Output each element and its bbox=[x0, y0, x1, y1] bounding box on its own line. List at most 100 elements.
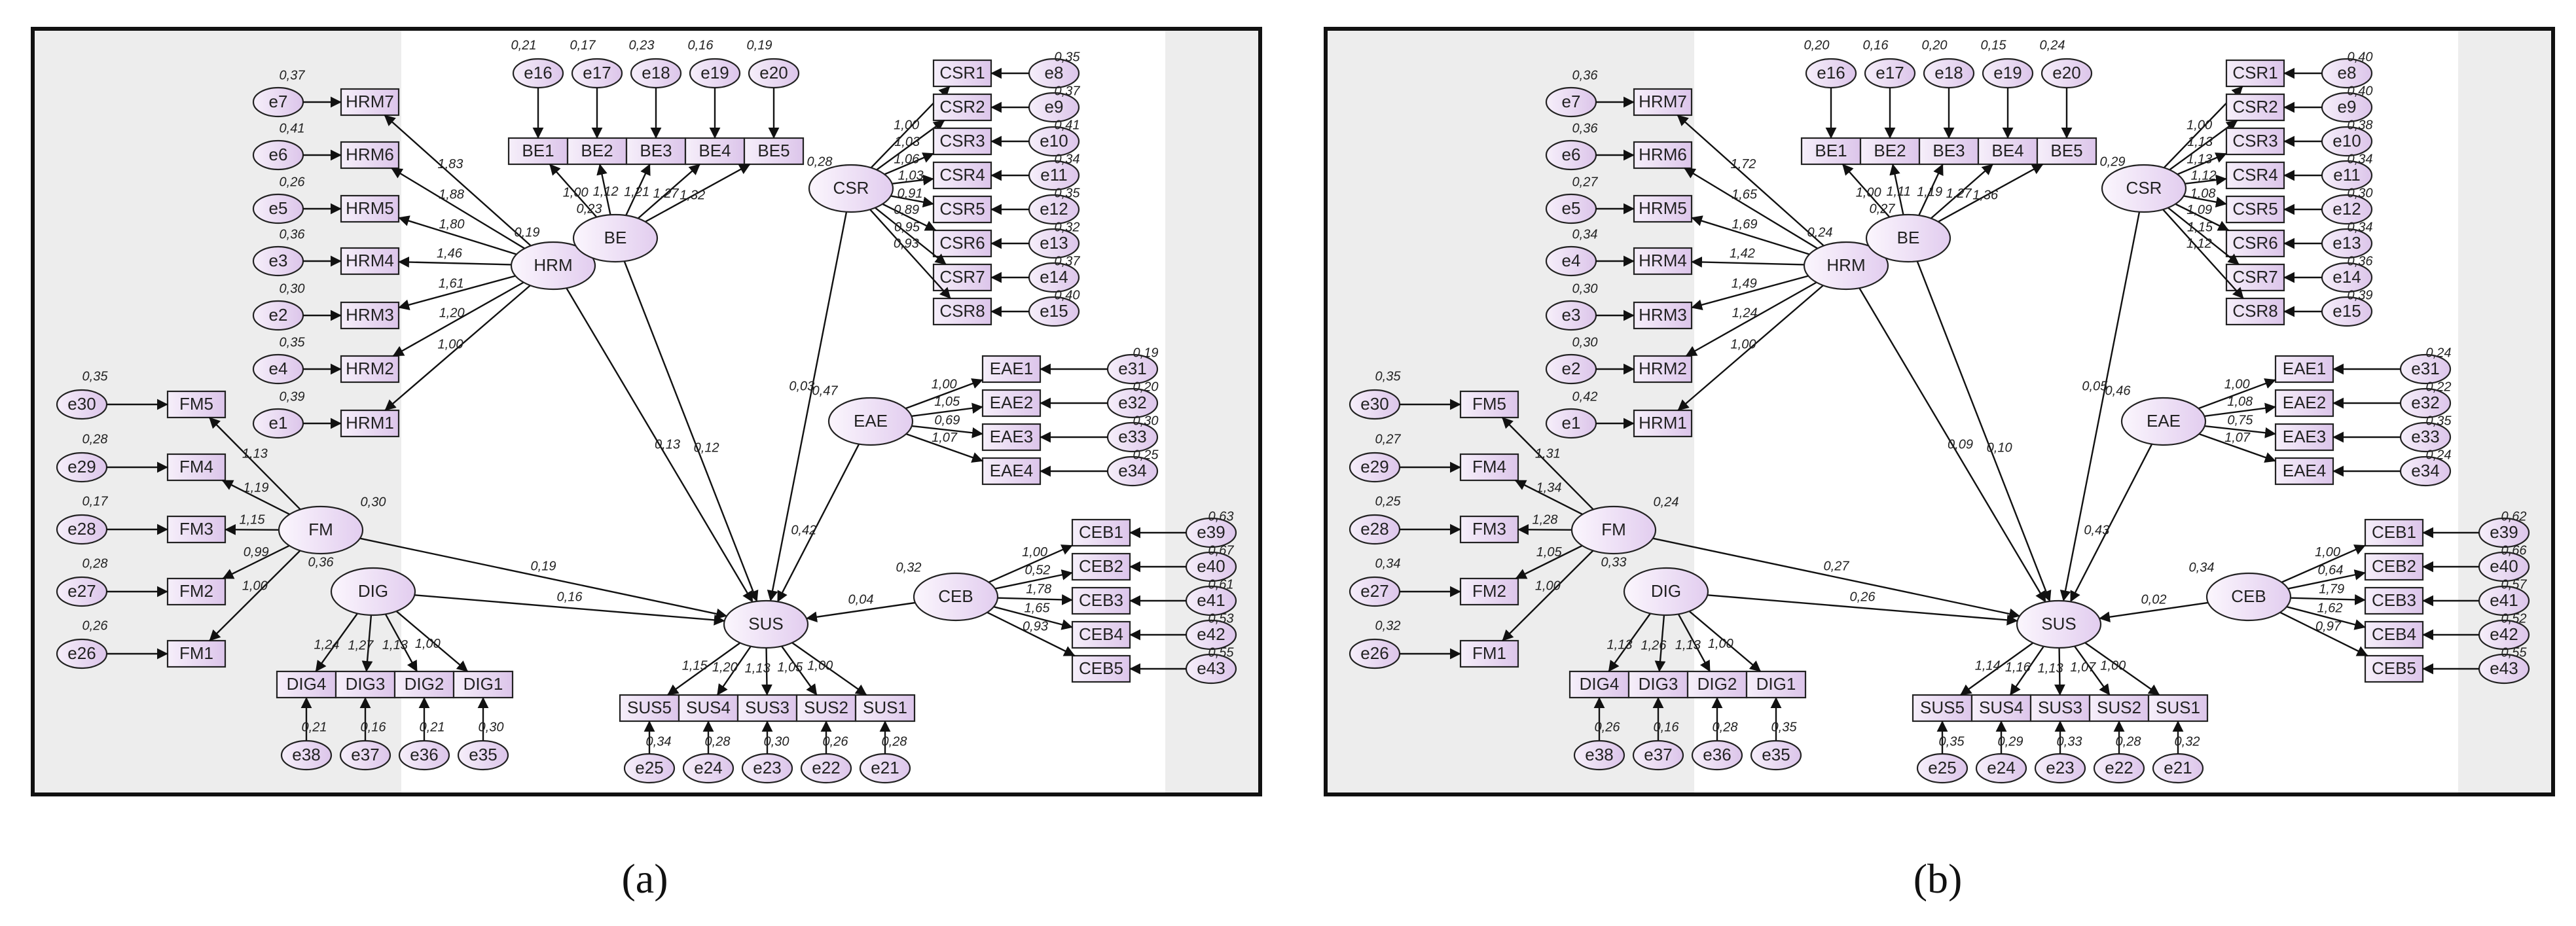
a-loadlbl-eae2: 1,05 bbox=[934, 395, 960, 409]
b-loadlbl-hrm1: 1,00 bbox=[1731, 337, 1756, 351]
a-ind-be5-label: BE5 bbox=[757, 141, 789, 160]
b-construct-hrm-label: HRM bbox=[1826, 255, 1865, 275]
a-err-e39-label: e39 bbox=[1197, 522, 1225, 542]
a-loadlbl-dig1: 1,00 bbox=[415, 637, 441, 651]
b-err-e15-label: e15 bbox=[2332, 301, 2361, 321]
a-ind-csr4-label: CSR4 bbox=[939, 165, 985, 185]
b-loadlbl-fm4: 1,34 bbox=[1536, 480, 1562, 495]
a-construct-hrm-label: HRM bbox=[534, 255, 572, 275]
b-load-csr4 bbox=[2185, 174, 2227, 186]
a-pathlbl-dig: 0,16 bbox=[557, 590, 583, 604]
b-ind-eae3-label: EAE3 bbox=[2283, 427, 2327, 446]
b-ind-dig4-label: DIG4 bbox=[1580, 674, 1620, 694]
b-loadlbl-be2: 1,11 bbox=[1886, 185, 1910, 199]
b-errvar-e9: 0,40 bbox=[2348, 84, 2373, 98]
a-load-dig2 bbox=[384, 613, 418, 672]
b-path-fm-sus bbox=[1652, 537, 2020, 620]
b-load-be5 bbox=[1938, 163, 2044, 223]
a-errvar-e14: 0,37 bbox=[1055, 254, 1081, 268]
b-load-ceb2 bbox=[2287, 569, 2366, 590]
b-pathlbl-fm: 0,27 bbox=[1824, 559, 1850, 573]
a-err-e1-label: e1 bbox=[269, 413, 288, 433]
a-ind-sus1 bbox=[854, 694, 916, 722]
a-ind-be1-label: BE1 bbox=[522, 141, 554, 160]
a-ind-sus5-label: SUS5 bbox=[627, 698, 672, 717]
panel-b-sem-diagram: HRM7e70,361,72HRM6e60,361,65HRM5e50,271,… bbox=[1324, 27, 2555, 796]
a-load-ceb1 bbox=[988, 544, 1073, 583]
b-pathlbl-ceb: 0,02 bbox=[2141, 592, 2167, 607]
b-ind-hrm2 bbox=[1633, 355, 1693, 383]
b-loadlbl-csr3: 1,13 bbox=[2186, 152, 2212, 166]
b-errvar-e2: 0,30 bbox=[1572, 335, 1598, 349]
b-errvar-e8: 0,40 bbox=[2348, 50, 2373, 64]
b-ind-hrm6 bbox=[1633, 141, 1693, 169]
b-load-ceb3 bbox=[2290, 594, 2366, 605]
b-errvar-e14: 0,36 bbox=[2348, 254, 2374, 268]
b-loadlbl-csr4: 1,12 bbox=[2191, 169, 2217, 183]
a-frame bbox=[31, 27, 1262, 796]
a-var-ceb: 0,32 bbox=[896, 560, 922, 575]
a-ind-ceb2-label: CEB2 bbox=[1079, 556, 1123, 576]
a-loadlbl-fm5: 1,13 bbox=[242, 447, 268, 461]
a-ind-ceb3 bbox=[1071, 586, 1131, 615]
b-loadlbl-be5: 1,36 bbox=[1972, 188, 1999, 203]
b-ind-ceb1 bbox=[2364, 518, 2424, 547]
b-ind-ceb2-label: CEB2 bbox=[2372, 556, 2416, 576]
a-load-csr5 bbox=[890, 195, 934, 208]
a-errvar-e4: 0,35 bbox=[280, 335, 306, 349]
a-load-eae2 bbox=[911, 402, 983, 418]
b-load-dig2 bbox=[1677, 613, 1711, 672]
b-err-e24-label: e24 bbox=[1987, 758, 2015, 777]
a-ind-eae2 bbox=[981, 389, 1042, 418]
a-loadlbl-be2: 1,12 bbox=[593, 185, 619, 199]
a-ind-be3-label: BE3 bbox=[640, 141, 672, 160]
a-ind-hrm1-label: HRM1 bbox=[346, 413, 394, 433]
b-pathlbl-csr: 0,05 bbox=[2082, 380, 2108, 394]
b-errvar-e7: 0,36 bbox=[1572, 68, 1599, 82]
b-loadlbl-hrm3: 1,49 bbox=[1732, 277, 1757, 291]
a-loadlbl-fm1: 1,00 bbox=[242, 579, 268, 593]
b-pathlbl-be: 0,10 bbox=[1987, 440, 2012, 455]
a-ind-csr8-label: CSR8 bbox=[939, 301, 985, 321]
b-err-e22-label: e22 bbox=[2105, 758, 2133, 777]
a-path-hrm-sus bbox=[566, 287, 753, 603]
a-err-e6-label: e6 bbox=[269, 145, 288, 164]
a-path-be-sus bbox=[623, 260, 759, 602]
a-err-e5-label: e5 bbox=[269, 198, 288, 218]
b-load-fm2 bbox=[1515, 544, 1583, 580]
a-ind-ceb3-label: CEB3 bbox=[1079, 590, 1123, 610]
a-err-e40-label: e40 bbox=[1197, 556, 1225, 576]
b-err-e34-label: e34 bbox=[2411, 461, 2439, 480]
a-ind-csr3-label: CSR3 bbox=[939, 131, 985, 151]
a-load-hrm1 bbox=[384, 285, 531, 411]
a-loadlbl-sus2: 1,05 bbox=[777, 660, 803, 675]
a-construct-ceb-label: CEB bbox=[938, 586, 973, 606]
b-loadlbl-hrm2: 1,24 bbox=[1732, 306, 1758, 321]
b-errvar-e22: 0,28 bbox=[2116, 734, 2141, 749]
b-ind-eae2 bbox=[2274, 389, 2334, 418]
a-errvar-e40: 0,67 bbox=[1208, 543, 1235, 558]
b-errvar-e19: 0,15 bbox=[1981, 38, 2007, 52]
a-ind-csr6-label: CSR6 bbox=[939, 233, 985, 253]
a-errvar-e18: 0,23 bbox=[629, 38, 655, 52]
a-load-fm2 bbox=[222, 544, 290, 580]
a-errvar-e28: 0,17 bbox=[82, 494, 109, 508]
b-loadlbl-ceb2: 0,64 bbox=[2317, 563, 2343, 577]
b-err-e39-label: e39 bbox=[2490, 522, 2518, 542]
b-load-eae1 bbox=[2198, 378, 2276, 410]
a-err-e7-label: e7 bbox=[269, 92, 288, 111]
a-loadlbl-csr6: 0,89 bbox=[894, 203, 919, 217]
a-loadlbl-dig4: 1,24 bbox=[314, 637, 340, 652]
a-var-csr: 0,28 bbox=[807, 154, 833, 169]
a-loadlbl-be1: 1,00 bbox=[563, 186, 589, 200]
a-pathlbl-eae: 0,42 bbox=[791, 523, 816, 537]
b-load-hrm1 bbox=[1677, 285, 1824, 411]
a-ind-hrm2-label: HRM2 bbox=[346, 359, 394, 378]
b-load-eae3 bbox=[2204, 425, 2276, 438]
a-load-hrm2 bbox=[392, 281, 524, 357]
a-construct-fm bbox=[278, 505, 364, 555]
b-err-e16-label: e16 bbox=[1817, 63, 1845, 82]
b-err-e8-label: e8 bbox=[2338, 63, 2357, 82]
b-ind-hrm1-label: HRM1 bbox=[1639, 413, 1687, 433]
a-err-e14-label: e14 bbox=[1040, 267, 1068, 287]
